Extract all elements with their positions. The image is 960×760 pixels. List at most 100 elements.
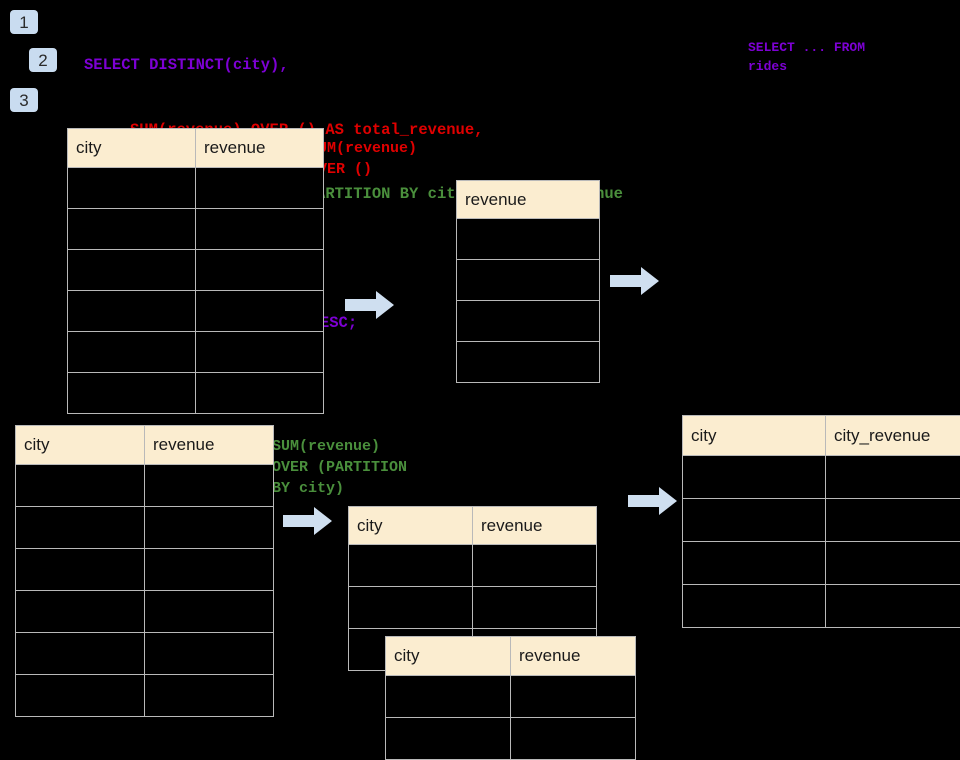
- table-revenue-total: revenue: [456, 180, 600, 383]
- table-row: [68, 291, 324, 332]
- table-row: [457, 260, 600, 301]
- cell-revenue: [473, 587, 597, 629]
- annotation-sum-over-partition: SUM(revenue) OVER (PARTITION BY city): [272, 436, 407, 499]
- table-row: [16, 591, 274, 633]
- cell-revenue: [457, 219, 600, 260]
- table-header-row: city revenue: [386, 637, 636, 676]
- badge-label: 3: [19, 92, 28, 109]
- cell-revenue: [473, 545, 597, 587]
- cell-city: [68, 332, 196, 373]
- cell-city: [683, 499, 826, 542]
- table-row: [349, 587, 597, 629]
- table-row: [349, 545, 597, 587]
- cell-city: [16, 591, 145, 633]
- cell-revenue: [457, 301, 600, 342]
- arrow-right-icon-bottom-right: [628, 486, 678, 516]
- cell-revenue: [196, 373, 324, 414]
- cell-city: [68, 168, 196, 209]
- column-header-revenue: revenue: [196, 129, 324, 168]
- table-row: [16, 507, 274, 549]
- table-row: [16, 465, 274, 507]
- cell-city: [16, 633, 145, 675]
- table-row: [68, 168, 324, 209]
- arrow-right-icon-top-left: [345, 290, 395, 320]
- cell-revenue: [145, 633, 274, 675]
- table-source-top: city revenue: [67, 128, 324, 414]
- column-header-city: city: [683, 416, 826, 456]
- cell-revenue: [145, 675, 274, 717]
- table-result: city city_revenue: [682, 415, 960, 628]
- table-row: [457, 301, 600, 342]
- column-header-city-revenue: city_revenue: [826, 416, 960, 456]
- table-row: [68, 332, 324, 373]
- cell-revenue: [196, 168, 324, 209]
- cell-city: [683, 456, 826, 499]
- cell-revenue: [145, 549, 274, 591]
- table-partition-front: city revenue: [385, 636, 636, 760]
- table-row: [16, 633, 274, 675]
- cell-revenue: [511, 718, 636, 760]
- cell-city: [386, 718, 511, 760]
- column-header-city: city: [68, 129, 196, 168]
- table-row: [457, 219, 600, 260]
- table-row: [683, 456, 960, 499]
- cell-city: [16, 549, 145, 591]
- cell-city: [68, 373, 196, 414]
- table-row: [386, 718, 636, 760]
- annotation-sum-over-empty: SUM(revenue) OVER (): [309, 138, 417, 180]
- table-row: [683, 542, 960, 585]
- cell-revenue: [196, 209, 324, 250]
- cell-city: [16, 507, 145, 549]
- cell-city: [386, 676, 511, 718]
- column-header-revenue: revenue: [145, 426, 274, 465]
- column-header-city: city: [386, 637, 511, 676]
- badge-3: 3: [10, 88, 38, 112]
- cell-revenue: [511, 676, 636, 718]
- cell-city: [68, 291, 196, 332]
- cell-city: [16, 675, 145, 717]
- column-header-revenue: revenue: [511, 637, 636, 676]
- cell-revenue: [457, 260, 600, 301]
- table-row: [683, 585, 960, 628]
- cell-city: [68, 209, 196, 250]
- cell-city: [349, 545, 473, 587]
- table-header-row: city revenue: [68, 129, 324, 168]
- cell-city-revenue: [826, 499, 960, 542]
- table-row: [457, 342, 600, 383]
- badge-2: 2: [29, 48, 57, 72]
- cell-revenue: [145, 507, 274, 549]
- table-row: [68, 250, 324, 291]
- table-row: [68, 373, 324, 414]
- cell-city: [68, 250, 196, 291]
- cell-city: [683, 542, 826, 585]
- cell-revenue: [145, 465, 274, 507]
- table-header-row: city revenue: [349, 507, 597, 545]
- cell-revenue: [196, 291, 324, 332]
- cell-city: [349, 587, 473, 629]
- arrow-right-icon-top-right: [610, 266, 660, 296]
- badge-label: 1: [19, 14, 28, 31]
- cell-city-revenue: [826, 542, 960, 585]
- table-row: [683, 499, 960, 542]
- annotation-select-from-rides: SELECT ... FROM rides: [748, 38, 865, 76]
- table-source-bottom: city revenue: [15, 425, 274, 717]
- cell-revenue: [457, 342, 600, 383]
- cell-revenue: [196, 250, 324, 291]
- cell-city-revenue: [826, 456, 960, 499]
- cell-city: [16, 465, 145, 507]
- column-header-revenue: revenue: [473, 507, 597, 545]
- table-header-row: city revenue: [16, 426, 274, 465]
- column-header-revenue: revenue: [457, 181, 600, 219]
- table-row: [386, 676, 636, 718]
- table-row: [68, 209, 324, 250]
- table-row: [16, 675, 274, 717]
- cell-revenue: [196, 332, 324, 373]
- cell-revenue: [145, 591, 274, 633]
- column-header-city: city: [349, 507, 473, 545]
- badge-1: 1: [10, 10, 38, 34]
- column-header-city: city: [16, 426, 145, 465]
- table-row: [16, 549, 274, 591]
- table-header-row: revenue: [457, 181, 600, 219]
- badge-label: 2: [38, 52, 47, 69]
- cell-city-revenue: [826, 585, 960, 628]
